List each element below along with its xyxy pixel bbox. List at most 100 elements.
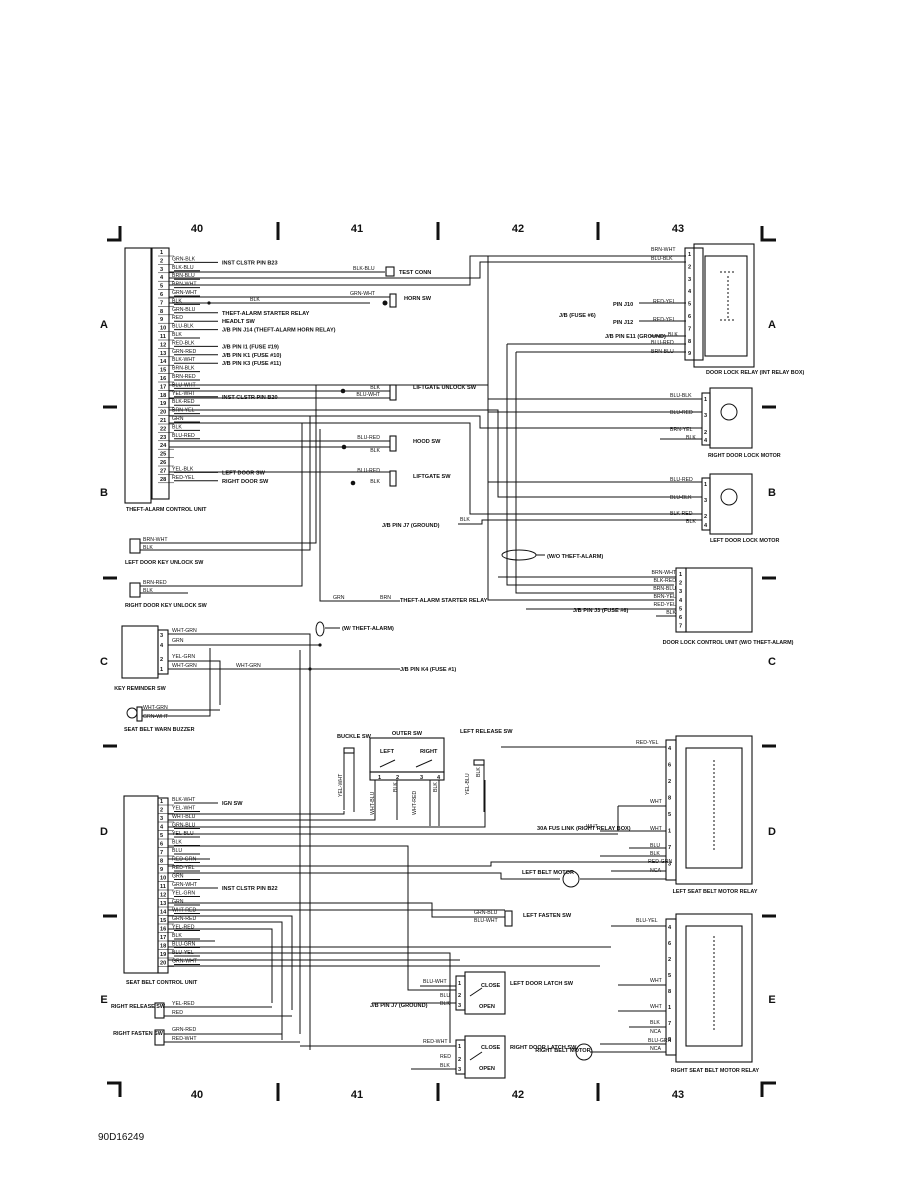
pin-number: 23 bbox=[160, 435, 166, 441]
wire-color: GRN bbox=[172, 416, 184, 422]
pin-number: 28 bbox=[160, 477, 166, 483]
svg-text:BLK: BLK bbox=[668, 332, 678, 338]
row-label-right-e: E bbox=[768, 994, 775, 1006]
svg-text:LEFT DOOR LOCK MOTOR: LEFT DOOR LOCK MOTOR bbox=[710, 538, 779, 544]
svg-text:BLU-YEL: BLU-YEL bbox=[636, 918, 658, 924]
row-label-right-c: C bbox=[768, 656, 776, 668]
wire-color: GRN bbox=[172, 899, 184, 905]
svg-text:BLU-BLK: BLU-BLK bbox=[670, 393, 692, 399]
svg-text:RED-YEL: RED-YEL bbox=[653, 299, 676, 305]
svg-text:BLK: BLK bbox=[370, 479, 380, 485]
wire-color: GRN bbox=[172, 874, 184, 880]
svg-text:DOOR LOCK CONTROL UNIT (W/O TH: DOOR LOCK CONTROL UNIT (W/O THEFT-ALARM) bbox=[663, 640, 794, 646]
pin-number: 6 bbox=[679, 615, 682, 621]
pin-number: 6 bbox=[160, 292, 163, 298]
pin-destination: INST CLSTR PIN B22 bbox=[222, 886, 278, 892]
pin-number: 24 bbox=[160, 443, 167, 449]
pin-number: 1 bbox=[160, 250, 163, 256]
svg-text:RIGHT: RIGHT bbox=[420, 749, 438, 755]
row-label-left-e: E bbox=[100, 994, 107, 1006]
pin-number: 17 bbox=[160, 935, 166, 941]
wire-color: BLK-RED bbox=[172, 399, 195, 405]
pin-number: 2 bbox=[688, 264, 691, 270]
pin-number: 15 bbox=[160, 368, 166, 374]
pin-number: 2 bbox=[160, 808, 163, 814]
wire-color: BRN-BLK bbox=[172, 366, 195, 372]
svg-text:BUCKLE SW: BUCKLE SW bbox=[337, 734, 372, 740]
svg-text:3: 3 bbox=[420, 775, 423, 781]
pin-destination: J/B PIN K3 (FUSE #11) bbox=[222, 361, 281, 367]
pin-number: 1 bbox=[688, 252, 691, 258]
svg-text:BLK: BLK bbox=[143, 588, 153, 594]
wire-color: BLU bbox=[172, 848, 182, 854]
svg-text:RED-WHT: RED-WHT bbox=[172, 1036, 197, 1042]
svg-text:RIGHT DOOR LATCH SW: RIGHT DOOR LATCH SW bbox=[510, 1045, 577, 1051]
wire-color: BLU-GRN bbox=[172, 942, 196, 948]
pin-number: 7 bbox=[668, 845, 671, 851]
svg-text:J/B PIN K4 (FUSE #1): J/B PIN K4 (FUSE #1) bbox=[400, 667, 456, 673]
right-release-fasten: YEL-RED RED RIGHT RELEASE SW GRN-RED RED… bbox=[111, 1001, 300, 1046]
svg-text:GRN-WHT: GRN-WHT bbox=[143, 714, 169, 720]
svg-text:BLK: BLK bbox=[666, 610, 676, 616]
svg-text:BLU-RED: BLU-RED bbox=[670, 410, 693, 416]
svg-text:BLU-GRN: BLU-GRN bbox=[648, 1038, 672, 1044]
svg-text:WHT: WHT bbox=[650, 826, 663, 832]
pin-number: 2 bbox=[668, 957, 671, 963]
pin-number: 6 bbox=[668, 941, 671, 947]
wire-color: BLK bbox=[172, 933, 182, 939]
wire-color: BLK-WHT bbox=[172, 357, 196, 363]
svg-text:WHT: WHT bbox=[586, 824, 599, 830]
pin-number: 8 bbox=[160, 859, 163, 865]
pin-number: 21 bbox=[160, 418, 166, 424]
svg-text:WHT-GRN: WHT-GRN bbox=[172, 628, 197, 634]
pin-destination: HEADLT SW bbox=[222, 319, 256, 325]
svg-text:J/B (FUSE #6): J/B (FUSE #6) bbox=[559, 313, 596, 319]
pin-number: 6 bbox=[688, 314, 691, 320]
svg-text:BLK: BLK bbox=[370, 385, 380, 391]
wire-color: BLK bbox=[172, 298, 182, 304]
diagram-id: 90D16249 bbox=[98, 1132, 145, 1143]
col-label-top-41: 41 bbox=[351, 223, 363, 235]
wire-color: RED-YEL bbox=[172, 475, 195, 481]
pin-number: 12 bbox=[160, 342, 166, 348]
pin-number: 3 bbox=[160, 267, 163, 273]
svg-text:WHT-RED: WHT-RED bbox=[412, 791, 418, 815]
right-door-lock-motor: BLU-BLK BLU-RED BRN-YEL BLK 1 3 2 4 RIGH… bbox=[488, 387, 781, 459]
pin-number: 4 bbox=[668, 925, 672, 931]
pin-number: 2 bbox=[160, 258, 163, 264]
svg-text:4: 4 bbox=[704, 438, 708, 444]
svg-text:J/B PIN J7 (GROUND): J/B PIN J7 (GROUND) bbox=[370, 1003, 428, 1009]
svg-text:4: 4 bbox=[437, 775, 441, 781]
col-label-top-42: 42 bbox=[512, 223, 524, 235]
pin-number: 7 bbox=[679, 624, 682, 630]
col-label-top-43: 43 bbox=[672, 223, 684, 235]
pin-number: 9 bbox=[160, 317, 163, 323]
pin-number: 3 bbox=[668, 862, 671, 868]
svg-text:BLK: BLK bbox=[440, 1001, 450, 1007]
row-label-right-d: D bbox=[768, 826, 776, 838]
pin-number: 22 bbox=[160, 426, 166, 432]
pin-number: 5 bbox=[160, 284, 163, 290]
pin-number: 10 bbox=[160, 326, 166, 332]
svg-text:BLK: BLK bbox=[686, 435, 696, 441]
svg-text:WHT: WHT bbox=[650, 1004, 663, 1010]
svg-text:BLU: BLU bbox=[440, 993, 450, 999]
svg-text:THEFT-ALARM STARTER RELAY: THEFT-ALARM STARTER RELAY bbox=[400, 598, 488, 604]
svg-text:BRN-WHT: BRN-WHT bbox=[143, 537, 168, 543]
pin-number: 8 bbox=[160, 309, 163, 315]
svg-text:BRN-RED: BRN-RED bbox=[143, 580, 167, 586]
pin-number: 5 bbox=[679, 606, 682, 612]
svg-text:KEY REMINDER SW: KEY REMINDER SW bbox=[114, 686, 166, 692]
svg-text:LEFT SEAT BELT MOTOR RELAY: LEFT SEAT BELT MOTOR RELAY bbox=[673, 889, 758, 895]
svg-text:BLK: BLK bbox=[460, 517, 470, 523]
svg-text:J/B PIN J3 (FUSE #6): J/B PIN J3 (FUSE #6) bbox=[573, 608, 628, 614]
pin-number: 20 bbox=[160, 410, 166, 416]
wire-color: BLK bbox=[172, 332, 182, 338]
svg-text:RED-YEL: RED-YEL bbox=[636, 740, 659, 746]
svg-text:OPEN: OPEN bbox=[479, 1066, 495, 1072]
pin-number: 19 bbox=[160, 952, 166, 958]
svg-text:J/B PIN E11 (GROUND): J/B PIN E11 (GROUND) bbox=[605, 334, 666, 340]
svg-text:3: 3 bbox=[704, 498, 707, 504]
pin-number: 3 bbox=[160, 816, 163, 822]
